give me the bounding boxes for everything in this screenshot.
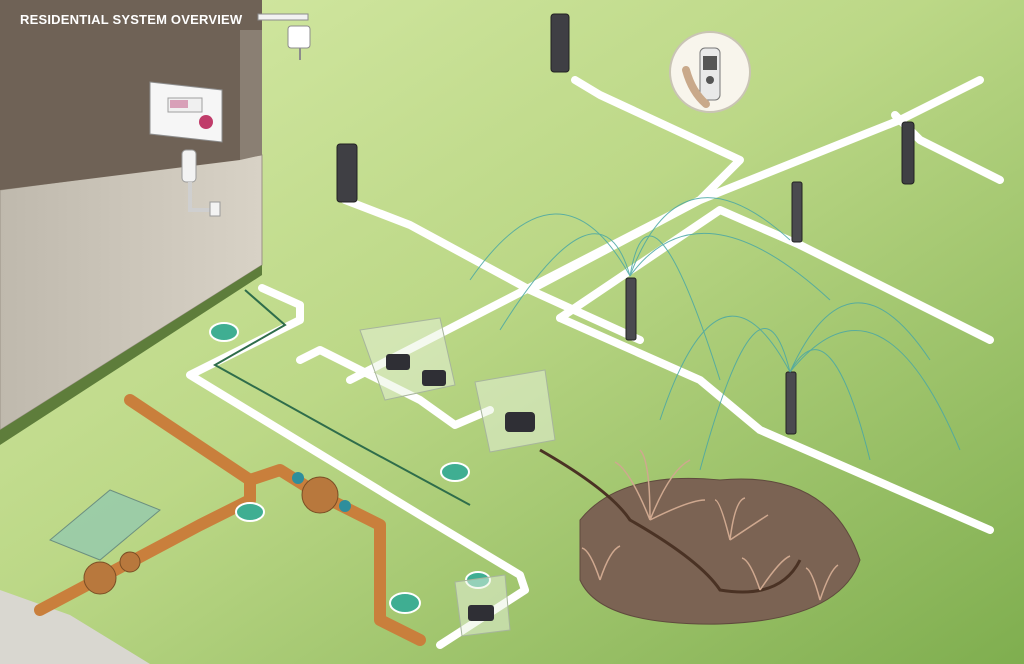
backflow-preventer	[292, 472, 351, 514]
handheld-remote	[669, 31, 751, 113]
control-wire	[212, 289, 471, 506]
ornamental-grass	[581, 449, 839, 601]
diagram-title: RESIDENTIAL SYSTEM OVERVIEW	[20, 12, 243, 27]
house-wall	[0, 0, 263, 445]
irrigation-controller	[149, 81, 223, 217]
valve-manifold	[359, 317, 556, 637]
rain-sensor	[257, 13, 311, 60]
copper-supply-line	[34, 394, 426, 646]
drip-bed	[539, 448, 861, 625]
spray-arcs	[469, 197, 961, 471]
rotor-head	[336, 13, 915, 203]
pop-up-spray	[625, 181, 803, 435]
water-meter	[49, 489, 161, 595]
pvc-pipe-network	[186, 76, 1004, 649]
